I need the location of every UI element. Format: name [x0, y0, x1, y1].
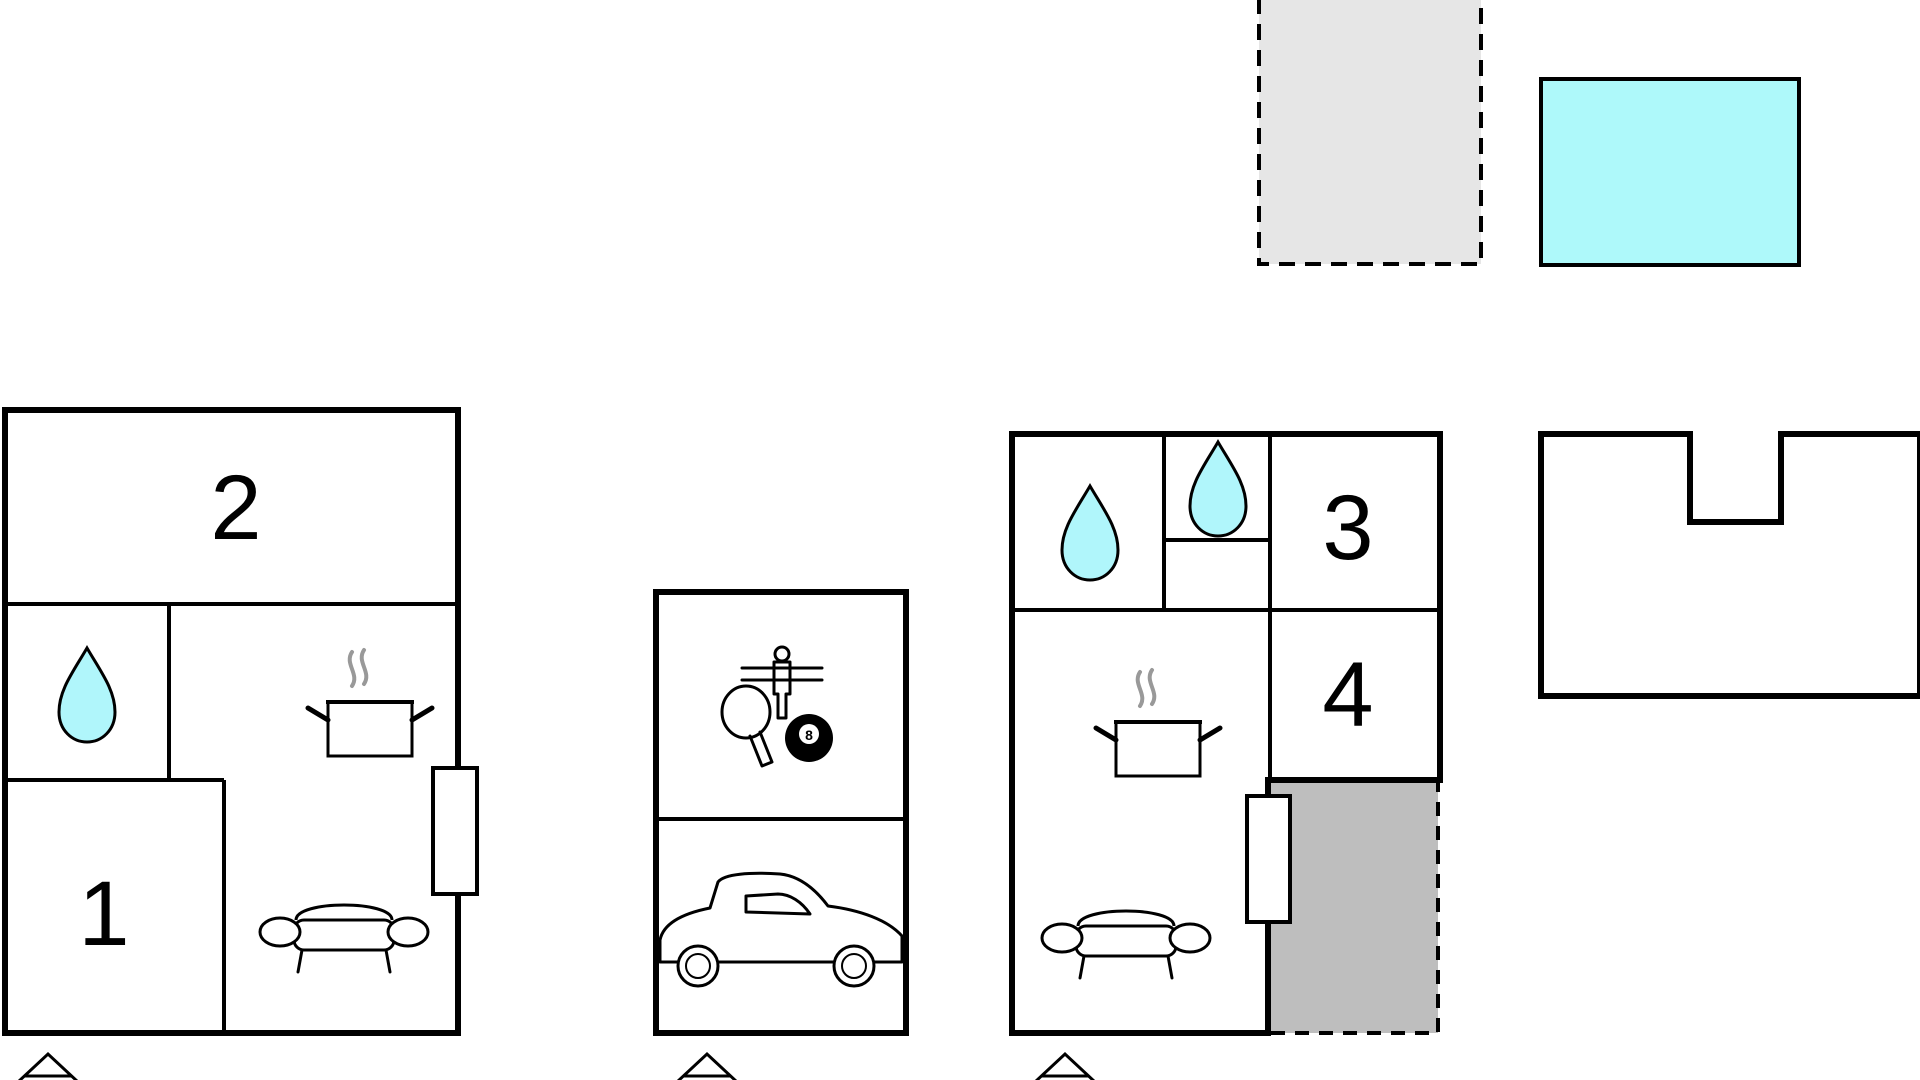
room-number-4: 4: [1322, 644, 1373, 746]
entrance-triangle-icon: [675, 1052, 739, 1080]
cooking-pot-icon: [308, 650, 432, 756]
table-soccer-icon: [740, 645, 824, 720]
water-drop-icon: [57, 646, 117, 744]
building-main: 2 1: [2, 407, 479, 1080]
room-number-1: 1: [78, 863, 129, 965]
sofa-icon: [1040, 909, 1212, 980]
cooking-pot-icon: [1096, 670, 1220, 776]
room-number-2: 2: [210, 457, 261, 559]
eight-ball-icon: 8: [785, 714, 833, 762]
carport-area: [1266, 778, 1440, 1035]
water-drop-icon: [1060, 484, 1120, 582]
entrance-triangle-icon: [1033, 1052, 1097, 1080]
car-icon: [658, 871, 904, 988]
ping-pong-paddle-icon: [720, 684, 774, 768]
svg-text:8: 8: [805, 727, 813, 743]
swimming-pool: [1539, 77, 1801, 267]
water-drop-icon: [1188, 440, 1248, 538]
fireplace-icon: [431, 766, 479, 896]
sofa-icon: [258, 903, 430, 974]
fireplace-icon: [1245, 794, 1292, 924]
outdoor-outline: [1538, 431, 1920, 699]
terrace-area: [1257, 0, 1483, 266]
building-garage: 8: [653, 589, 909, 1080]
building-annex: 3 4: [1009, 431, 1443, 1080]
room-number-3: 3: [1322, 477, 1373, 579]
entrance-triangle-icon: [16, 1052, 80, 1080]
